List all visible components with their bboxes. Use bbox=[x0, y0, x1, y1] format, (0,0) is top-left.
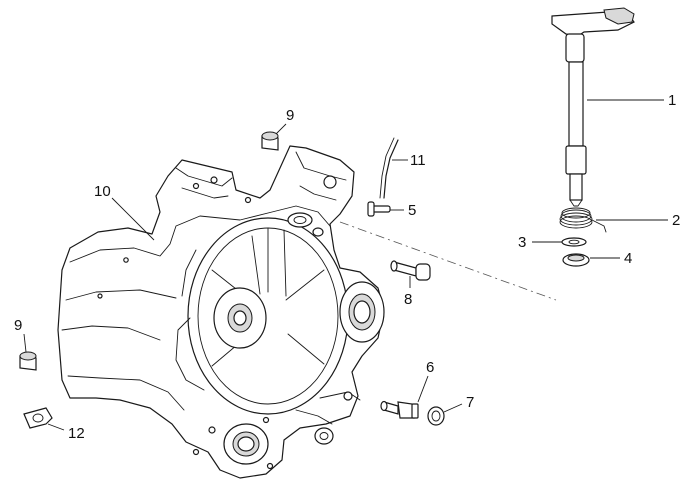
callout-2: 2 bbox=[672, 212, 680, 229]
callout-12: 12 bbox=[68, 425, 85, 442]
callout-3: 3 bbox=[518, 234, 526, 251]
part-2-spring bbox=[559, 207, 607, 233]
leader-9a bbox=[275, 123, 287, 135]
assembly-axis-line bbox=[339, 221, 557, 301]
callout-9-top: 9 bbox=[286, 107, 294, 124]
part-8-screw bbox=[390, 260, 431, 281]
callout-6: 6 bbox=[426, 359, 434, 376]
part-9-bushing-top bbox=[261, 131, 279, 151]
part-11-tube bbox=[379, 137, 399, 199]
part-7-washer bbox=[427, 406, 445, 426]
crankcase-half bbox=[57, 145, 385, 479]
leader-7 bbox=[443, 403, 463, 413]
leader-10 bbox=[111, 197, 155, 241]
callout-10: 10 bbox=[94, 183, 111, 200]
leader-12 bbox=[47, 423, 65, 431]
callout-4: 4 bbox=[624, 250, 632, 267]
callout-1: 1 bbox=[668, 92, 676, 109]
part-1-shaft bbox=[551, 7, 635, 207]
callout-11: 11 bbox=[410, 152, 426, 169]
leader-6 bbox=[417, 375, 429, 403]
part-5-pin bbox=[367, 201, 391, 217]
callout-8: 8 bbox=[404, 291, 412, 308]
callout-5: 5 bbox=[408, 202, 416, 219]
part-3-washer bbox=[561, 237, 587, 247]
part-12-clip bbox=[23, 407, 53, 429]
callout-9-left: 9 bbox=[14, 317, 22, 334]
part-4-seal bbox=[562, 253, 590, 267]
callout-7: 7 bbox=[466, 394, 474, 411]
part-6-bolt bbox=[380, 400, 419, 419]
leader-9b bbox=[23, 333, 27, 353]
part-9-bushing-left bbox=[19, 351, 37, 371]
